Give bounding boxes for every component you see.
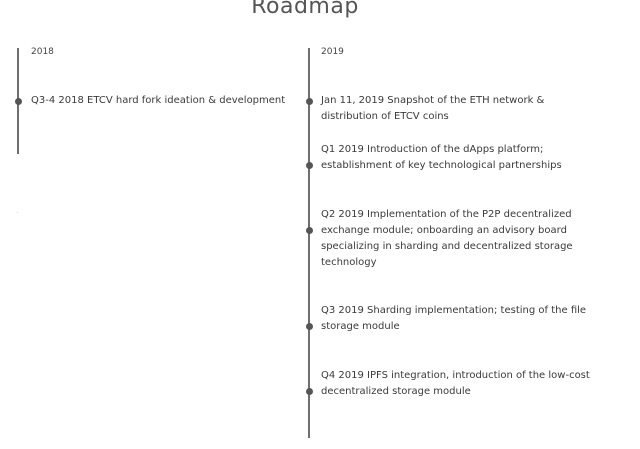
timeline-2019-dot	[306, 162, 313, 169]
timeline-2019-item: Jan 11, 2019 Snapshot of the ETH network…	[321, 95, 545, 122]
timeline-2019-dot	[306, 98, 313, 105]
timeline-2019-line	[308, 48, 310, 438]
timeline-2019-item: Q2 2019 Implementation of the P2P decent…	[321, 209, 573, 268]
timeline-2018-dot	[15, 98, 22, 105]
year-label-2018: 2018	[31, 47, 54, 57]
decorative-speck	[17, 212, 18, 213]
timeline-2019-item: Q4 2019 IPFS integration, introduction o…	[321, 370, 590, 397]
timeline-2019-item: Q1 2019 Introduction of the dApps platfo…	[321, 144, 562, 171]
page-title: Roadmap	[251, 0, 359, 19]
timeline-2019-dot	[306, 227, 313, 234]
timeline-2019-item: Q3 2019 Sharding implementation; testing…	[321, 305, 587, 332]
year-label-2019: 2019	[321, 47, 344, 57]
timeline-2018-item: Q3-4 2018 ETCV hard fork ideation & deve…	[31, 95, 286, 106]
timeline-2019-dot	[306, 388, 313, 395]
timeline-2019-dot	[306, 323, 313, 330]
